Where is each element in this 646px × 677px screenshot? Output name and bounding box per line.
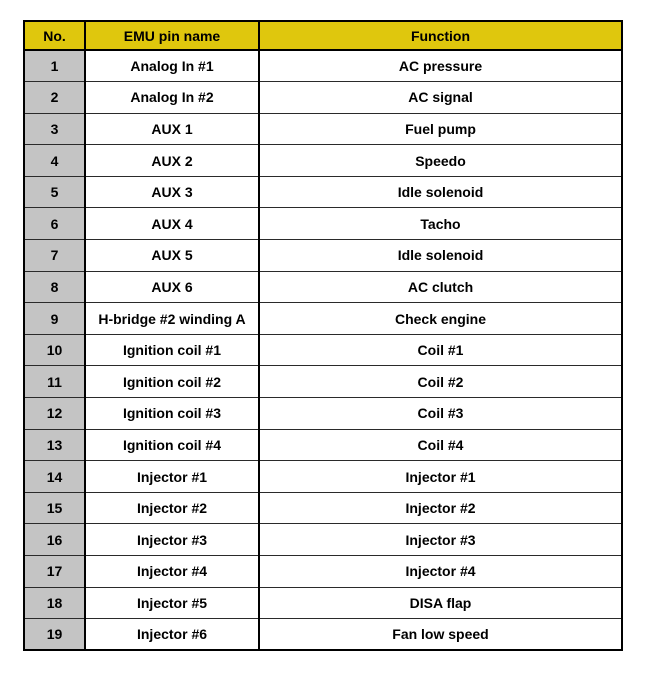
table-row: 14 Injector #1 Injector #1 xyxy=(23,460,623,493)
cell-row-number: 14 xyxy=(23,460,86,493)
table-body: 1 Analog In #1 AC pressure 2 Analog In #… xyxy=(23,49,623,651)
table-row: 11 Ignition coil #2 Coil #2 xyxy=(23,365,623,399)
cell-function: AC pressure xyxy=(258,49,623,83)
table-row: 2 Analog In #2 AC signal xyxy=(23,81,623,114)
table-row: 16 Injector #3 Injector #3 xyxy=(23,523,623,556)
table-row: 19 Injector #6 Fan low speed xyxy=(23,618,623,651)
cell-row-number: 9 xyxy=(23,302,86,335)
cell-emu-pin-name: Ignition coil #2 xyxy=(84,365,260,399)
cell-emu-pin-name: Ignition coil #1 xyxy=(84,333,260,367)
cell-emu-pin-name: H-bridge #2 winding A xyxy=(84,302,260,335)
table-row: 6 AUX 4 Tacho xyxy=(23,207,623,241)
table-row: 8 AUX 6 AC clutch xyxy=(23,270,623,304)
cell-row-number: 3 xyxy=(23,112,86,146)
cell-function: Injector #2 xyxy=(258,491,623,525)
cell-row-number: 7 xyxy=(23,239,86,272)
cell-row-number: 6 xyxy=(23,207,86,241)
cell-emu-pin-name: AUX 6 xyxy=(84,270,260,304)
cell-function: Coil #1 xyxy=(258,333,623,367)
cell-function: DISA flap xyxy=(258,586,623,620)
cell-row-number: 8 xyxy=(23,270,86,304)
cell-emu-pin-name: Injector #3 xyxy=(84,523,260,556)
cell-function: Fuel pump xyxy=(258,112,623,146)
cell-row-number: 13 xyxy=(23,428,86,462)
cell-emu-pin-name: Analog In #2 xyxy=(84,81,260,114)
cell-emu-pin-name: AUX 5 xyxy=(84,239,260,272)
cell-function: Injector #3 xyxy=(258,523,623,556)
cell-row-number: 10 xyxy=(23,333,86,367)
cell-row-number: 16 xyxy=(23,523,86,556)
table-row: 1 Analog In #1 AC pressure xyxy=(23,49,623,83)
cell-emu-pin-name: AUX 3 xyxy=(84,175,260,209)
cell-function: Injector #4 xyxy=(258,555,623,588)
cell-emu-pin-name: AUX 4 xyxy=(84,207,260,241)
table-row: 10 Ignition coil #1 Coil #1 xyxy=(23,333,623,367)
cell-function: Coil #2 xyxy=(258,365,623,399)
table-row: 5 AUX 3 Idle solenoid xyxy=(23,175,623,209)
column-header-emu-pin-name: EMU pin name xyxy=(84,20,260,51)
cell-emu-pin-name: Injector #4 xyxy=(84,555,260,588)
cell-function: Speedo xyxy=(258,144,623,177)
emu-pin-table: No. EMU pin name Function 1 Analog In #1… xyxy=(23,20,623,652)
cell-function: Tacho xyxy=(258,207,623,241)
cell-emu-pin-name: Ignition coil #4 xyxy=(84,428,260,462)
table-row: 4 AUX 2 Speedo xyxy=(23,144,623,177)
header-row: No. EMU pin name Function xyxy=(23,20,623,51)
cell-emu-pin-name: AUX 1 xyxy=(84,112,260,146)
cell-function: Injector #1 xyxy=(258,460,623,493)
cell-emu-pin-name: Injector #6 xyxy=(84,618,260,651)
cell-emu-pin-name: AUX 2 xyxy=(84,144,260,177)
cell-function: Fan low speed xyxy=(258,618,623,651)
cell-row-number: 19 xyxy=(23,618,86,651)
cell-function: Check engine xyxy=(258,302,623,335)
table-row: 17 Injector #4 Injector #4 xyxy=(23,555,623,588)
cell-emu-pin-name: Injector #2 xyxy=(84,491,260,525)
cell-function: Coil #4 xyxy=(258,428,623,462)
cell-emu-pin-name: Injector #1 xyxy=(84,460,260,493)
table-row: 13 Ignition coil #4 Coil #4 xyxy=(23,428,623,462)
cell-row-number: 15 xyxy=(23,491,86,525)
table-row: 18 Injector #5 DISA flap xyxy=(23,586,623,620)
column-header-function: Function xyxy=(258,20,623,51)
column-header-no: No. xyxy=(23,20,86,51)
table-header: No. EMU pin name Function xyxy=(23,20,623,51)
cell-function: Idle solenoid xyxy=(258,239,623,272)
cell-emu-pin-name: Analog In #1 xyxy=(84,49,260,83)
cell-function: Coil #3 xyxy=(258,397,623,430)
cell-row-number: 17 xyxy=(23,555,86,588)
cell-row-number: 18 xyxy=(23,586,86,620)
cell-row-number: 1 xyxy=(23,49,86,83)
cell-emu-pin-name: Ignition coil #3 xyxy=(84,397,260,430)
table-row: 9 H-bridge #2 winding A Check engine xyxy=(23,302,623,335)
cell-row-number: 4 xyxy=(23,144,86,177)
cell-row-number: 11 xyxy=(23,365,86,399)
table-row: 7 AUX 5 Idle solenoid xyxy=(23,239,623,272)
cell-row-number: 5 xyxy=(23,175,86,209)
cell-function: AC clutch xyxy=(258,270,623,304)
cell-row-number: 12 xyxy=(23,397,86,430)
cell-function: AC signal xyxy=(258,81,623,114)
table-row: 15 Injector #2 Injector #2 xyxy=(23,491,623,525)
table-row: 12 Ignition coil #3 Coil #3 xyxy=(23,397,623,430)
table-row: 3 AUX 1 Fuel pump xyxy=(23,112,623,146)
cell-emu-pin-name: Injector #5 xyxy=(84,586,260,620)
cell-function: Idle solenoid xyxy=(258,175,623,209)
cell-row-number: 2 xyxy=(23,81,86,114)
